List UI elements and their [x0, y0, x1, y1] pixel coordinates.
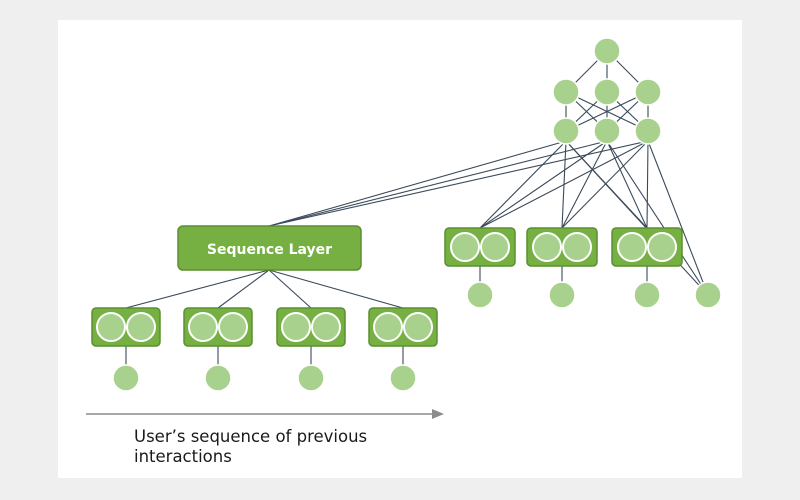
sequence-edge [217, 269, 270, 309]
hidden-node [634, 117, 662, 145]
sequence-embedding-box-unit [311, 312, 341, 342]
feature-edge [268, 140, 608, 227]
sequence-embedding-box-unit [373, 312, 403, 342]
sequence-embedding-box-unit [403, 312, 433, 342]
output-node [593, 37, 621, 65]
sequence-embedding-box-unit [188, 312, 218, 342]
feature-edge [268, 140, 567, 227]
sequence-edge [125, 269, 270, 309]
sequence-edge [268, 269, 312, 309]
sequence-caption: User’s sequence of previous interactions [134, 427, 368, 466]
feature-edge [646, 140, 649, 229]
feature-embedding-box-unit [617, 232, 647, 262]
sequence-embedding-box-unit [96, 312, 126, 342]
feature-edge [479, 140, 567, 229]
sequence-layer-label: Sequence Layer [207, 242, 332, 258]
feature-edge [268, 140, 649, 227]
feature-input-node [548, 281, 576, 309]
network-nodes [112, 37, 722, 392]
feature-edge [561, 140, 649, 229]
feature-embedding-box-unit [450, 232, 480, 262]
feature-embedding-box-unit [647, 232, 677, 262]
hidden-node [552, 78, 580, 106]
sequence-embedding-box-unit [218, 312, 248, 342]
time-arrow-head [432, 409, 444, 419]
hidden-node [552, 117, 580, 145]
feature-edge [647, 140, 709, 296]
feature-edge [606, 140, 709, 296]
sequence-edge [268, 269, 404, 309]
feature-embedding-box-unit [562, 232, 592, 262]
feature-embedding-box-unit [480, 232, 510, 262]
sequence-input-node [297, 364, 325, 392]
hidden-node [634, 78, 662, 106]
feature-edge [561, 140, 608, 229]
time-arrow [86, 409, 444, 419]
sequence-embedding-box-unit [126, 312, 156, 342]
hidden-node [593, 78, 621, 106]
mlp-edge [565, 91, 649, 132]
sequence-input-node [389, 364, 417, 392]
sequence-embedding-box-unit [281, 312, 311, 342]
feature-embedding-box-unit [532, 232, 562, 262]
feature-edge [479, 140, 649, 229]
embedding-boxes [91, 227, 683, 347]
sequence-layer-group: Sequence Layer [177, 225, 362, 271]
extra-input-node [694, 281, 722, 309]
feature-edge [565, 140, 709, 296]
hidden-node [593, 117, 621, 145]
sequence-input-node [112, 364, 140, 392]
feature-edge [606, 140, 648, 229]
feature-input-node [466, 281, 494, 309]
feature-input-node [633, 281, 661, 309]
sequence-layer-box [177, 225, 362, 271]
sequence-input-node [204, 364, 232, 392]
